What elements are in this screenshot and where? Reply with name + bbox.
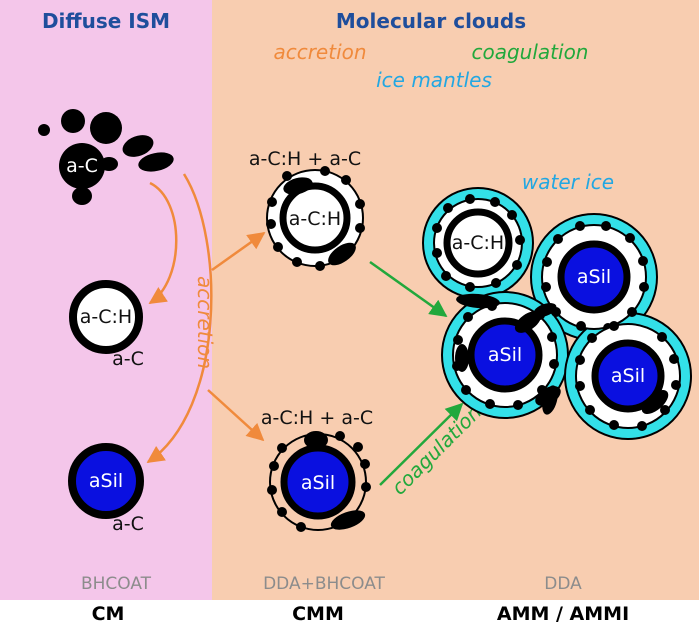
aSil-aC-grain: [68, 443, 144, 519]
diffuse-ism-title: Diffuse ISM: [42, 9, 170, 33]
model-label-dda: DDA: [544, 574, 582, 594]
arrow-accretion-down: [207, 389, 265, 442]
aSil-core-label: aSil: [89, 470, 123, 492]
arrow-accretion-up: [211, 231, 266, 272]
aggregate-bridges: [456, 293, 557, 317]
agg-core4-label: aSil: [611, 365, 645, 387]
footer-label-cm: CM: [92, 603, 125, 625]
arrow-aC-to-aCH: [148, 181, 178, 305]
process-ice-mantles: ice mantles: [376, 68, 492, 92]
cmm-bottom-grain: [267, 431, 371, 532]
aC-mantle-label: a-C: [112, 348, 144, 370]
footer-label-cmm: CMM: [292, 603, 344, 625]
aCH-aC-grain: [69, 280, 143, 354]
footer-band: [0, 600, 699, 630]
arrow-coagulation-down: [379, 402, 464, 486]
arrow-aC-to-aSil: [146, 173, 213, 464]
aggregate-grain-aSil-4: [542, 321, 681, 431]
agg-core2-label: aSil: [577, 266, 611, 288]
process-coagulation: coagulation: [472, 40, 589, 64]
aggregate-grain-aCH: [432, 194, 525, 292]
cmm-top-core-label: a-C:H: [289, 208, 341, 230]
accretion-arrow-label: accretion: [193, 276, 217, 369]
cmm-bottom-label: a-C:H + a-C: [261, 407, 373, 429]
process-accretion: accretion: [273, 40, 366, 64]
aggregate-grain-aSil-3: [452, 301, 561, 410]
arrow-coagulation-up: [369, 260, 448, 318]
footer-label-amm: AMM / AMMI: [497, 603, 629, 625]
agg-core1-label: a-C:H: [452, 232, 504, 254]
cmm-top-label: a-C:H + a-C: [249, 148, 361, 170]
agg-core3-label: aSil: [488, 344, 522, 366]
aC-label: a-C: [66, 155, 98, 177]
aC-grain-cluster: [38, 109, 174, 205]
model-label-dda-bhcoat: DDA+BHCOAT: [263, 574, 385, 594]
molecular-clouds-title: Molecular clouds: [336, 9, 526, 33]
cmm-top-grain: [266, 166, 365, 271]
aSil-mantle-label: a-C: [112, 513, 144, 535]
water-ice-label: water ice: [522, 170, 614, 194]
aCH-core-label: a-C:H: [80, 306, 132, 328]
cmm-bottom-core-label: aSil: [301, 472, 335, 494]
model-label-bhcoat: BHCOAT: [81, 574, 152, 594]
aggregate-grain-aSil-2: [541, 221, 649, 333]
